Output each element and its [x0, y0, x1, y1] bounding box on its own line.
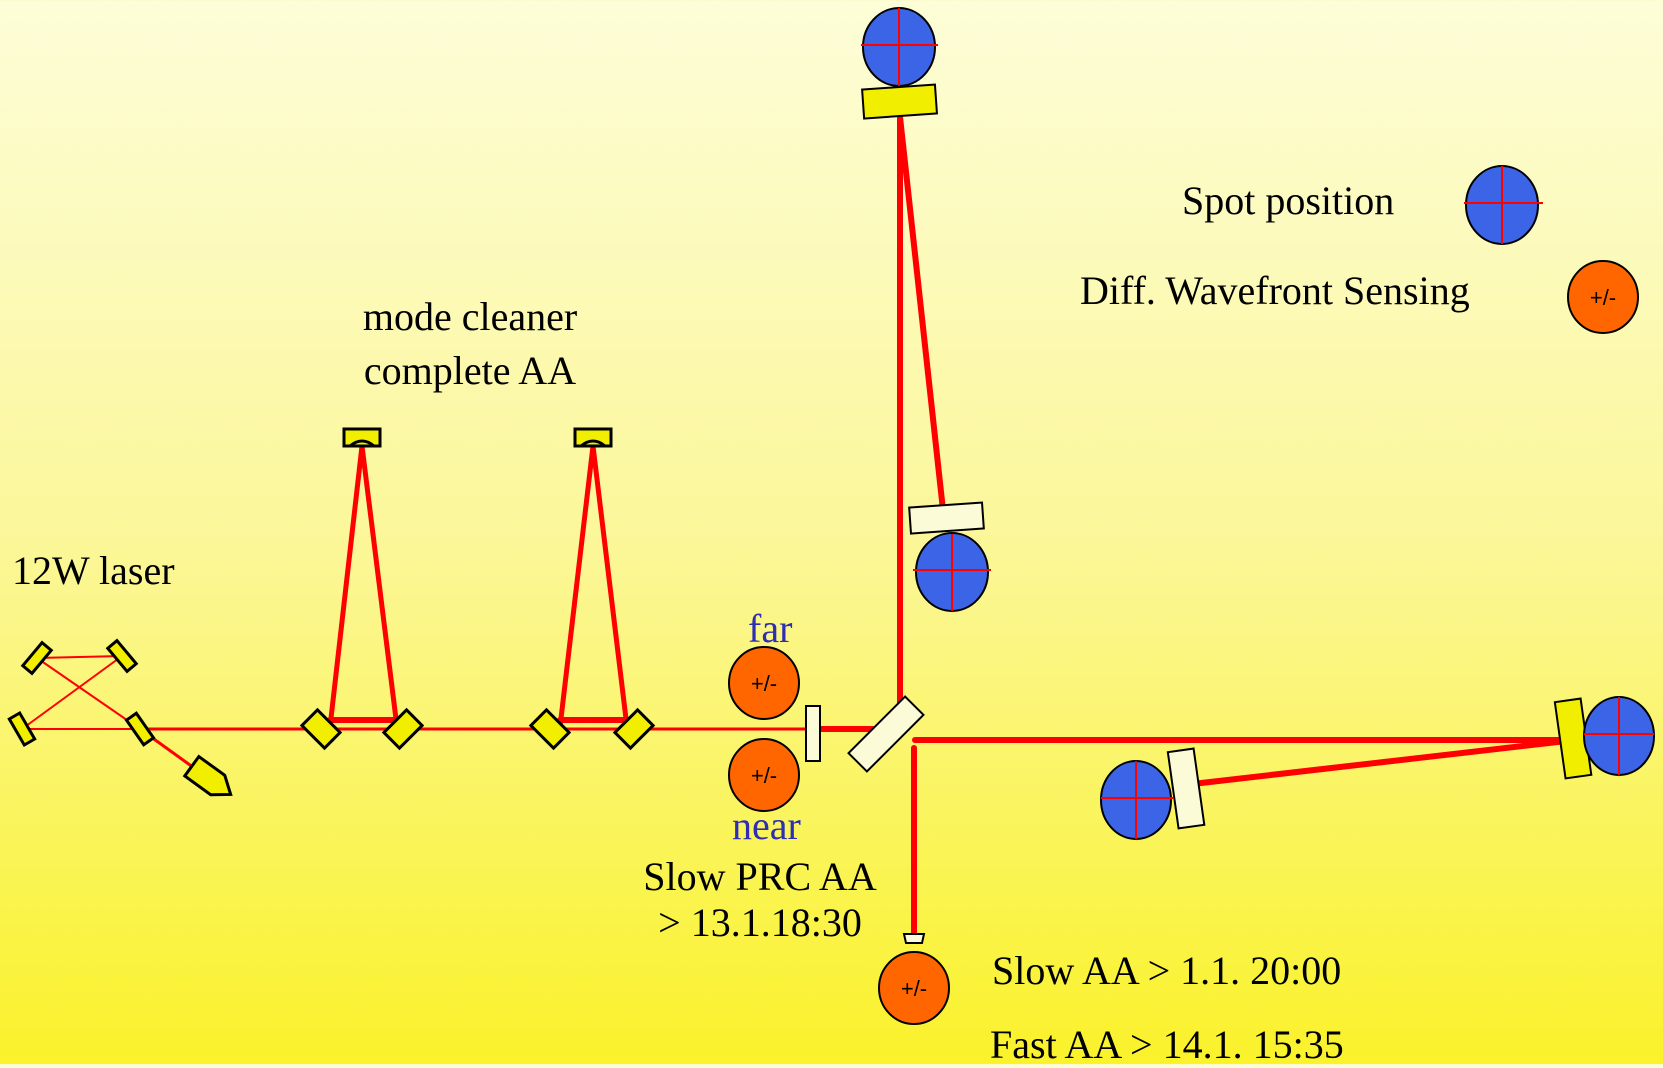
- spot-position-icon: [1583, 696, 1655, 776]
- beam-paths: [21, 114, 1578, 935]
- slow-prc-aa-line1: Slow PRC AA: [643, 854, 877, 899]
- mode-cleaner-1-beam: [327, 445, 400, 730]
- north-arm-return-beam: [897, 114, 946, 513]
- mode-cleaner-1-input-mirror: [299, 707, 343, 751]
- dws-sensor-south: +/-: [878, 951, 950, 1025]
- dws-sensors: +/- +/- +/- +/-: [728, 260, 1639, 1025]
- mode-cleaner-label-line1: mode cleaner: [362, 294, 578, 339]
- mode-cleaner-1-end-mirror: [342, 427, 382, 448]
- mode-cleaner-optics: [299, 427, 656, 751]
- mode-cleaner-2-end-mirror: [573, 427, 613, 448]
- mode-cleaner-label: mode cleaner complete AA: [340, 294, 600, 394]
- north-near-mirror: [908, 501, 985, 535]
- power-recycling-mirror: [805, 705, 821, 762]
- laser-mirror: [20, 640, 54, 676]
- laser-mirror: [7, 710, 37, 748]
- spot-position-legend-icon: [1464, 165, 1543, 245]
- far-label: far: [748, 606, 793, 651]
- east-near-mirror: [1166, 747, 1206, 830]
- legend-dws-label: Diff. Wavefront Sensing: [1080, 268, 1470, 313]
- east-arm-return-beam: [1172, 737, 1578, 789]
- svg-text:+/-: +/-: [751, 763, 777, 788]
- south-port-photodetector: [902, 933, 926, 944]
- dws-legend-icon: +/-: [1567, 260, 1639, 334]
- laser-cavity-beam: [21, 655, 123, 730]
- interferometer-optics: [805, 83, 1593, 944]
- fast-aa-label: Fast AA > 14.1. 15:35: [990, 1022, 1344, 1067]
- spot-position-icon: [861, 7, 938, 87]
- mode-cleaner-1-output-mirror: [381, 707, 425, 751]
- svg-text:+/-: +/-: [901, 976, 927, 1001]
- laser-label: 12W laser: [12, 548, 175, 593]
- dws-sensor-far: +/-: [728, 646, 800, 720]
- svg-text:+/-: +/-: [751, 671, 777, 696]
- laser-cavity-beam: [36, 657, 141, 730]
- slow-prc-aa-line2: > 13.1.18:30: [658, 900, 862, 945]
- laser-mirror: [105, 638, 139, 674]
- laser-mirror: [124, 711, 156, 747]
- mode-cleaner-2-input-mirror: [528, 707, 572, 751]
- spot-position-icon: [913, 532, 991, 612]
- dws-sensor-near: +/-: [728, 738, 800, 812]
- spot-position-sensors: [861, 7, 1655, 840]
- legend-spot-position-label: Spot position: [1182, 178, 1395, 223]
- svg-text:+/-: +/-: [1590, 285, 1616, 310]
- mode-cleaner-2-output-mirror: [612, 707, 656, 751]
- mode-cleaner-label-line2: complete AA: [363, 348, 577, 393]
- laser-head: [182, 754, 233, 797]
- laser-cavity-beam: [36, 655, 123, 659]
- slow-aa-label: Slow AA > 1.1. 20:00: [992, 948, 1342, 993]
- north-far-mirror: [861, 83, 939, 120]
- mode-cleaner-1-end-mirror-curve: [349, 439, 375, 448]
- mode-cleaner-2-beam: [557, 445, 630, 730]
- slow-prc-aa-label: Slow PRC AA > 13.1.18:30: [620, 854, 900, 946]
- near-label: near: [732, 803, 801, 848]
- laser-cavity: [7, 638, 233, 797]
- beam-splitter: [847, 695, 925, 773]
- mode-cleaner-2-end-mirror-curve: [580, 439, 606, 448]
- spot-position-icon: [1100, 760, 1173, 840]
